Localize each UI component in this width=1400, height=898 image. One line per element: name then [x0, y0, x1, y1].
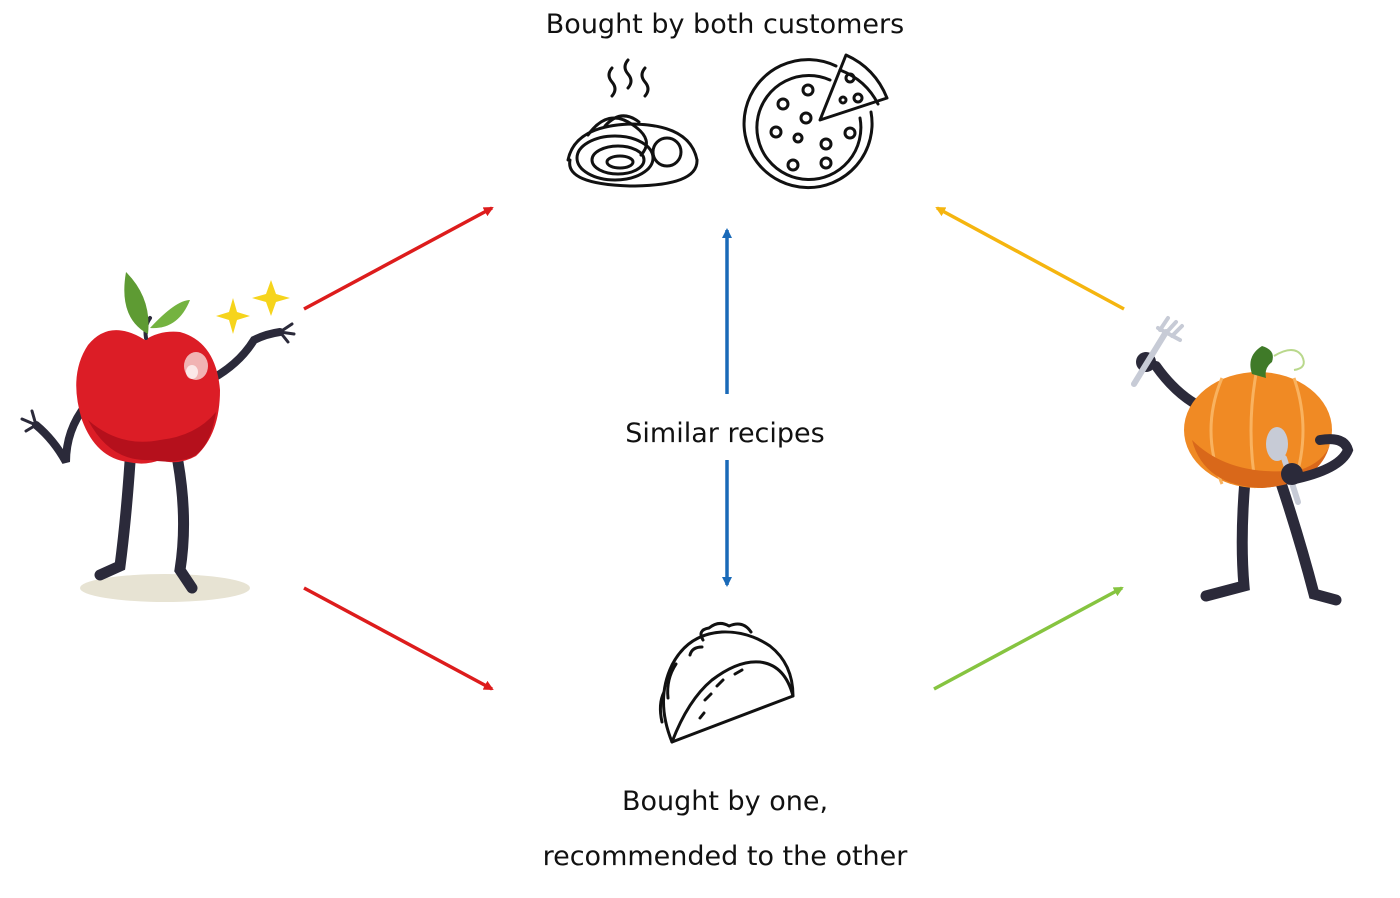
arrow-apple-to-top — [303, 206, 494, 311]
taco-icon — [658, 621, 795, 744]
pasta-bowl-icon — [566, 58, 699, 188]
apple-character-icon — [20, 272, 296, 602]
arrow-apple-to-bottom — [303, 586, 494, 691]
label-bought-by-one: Bought by one, — [622, 786, 828, 817]
arrow-pumpkin-to-top — [935, 206, 1125, 311]
pizza-icon — [742, 53, 889, 190]
arrow-bottom-to-pumpkin — [933, 586, 1124, 691]
label-recommended-to-other: recommended to the other — [543, 841, 909, 872]
label-similar-recipes: Similar recipes — [625, 418, 824, 449]
pumpkin-character-icon — [1131, 316, 1354, 606]
label-bought-by-both: Bought by both customers — [546, 9, 904, 40]
